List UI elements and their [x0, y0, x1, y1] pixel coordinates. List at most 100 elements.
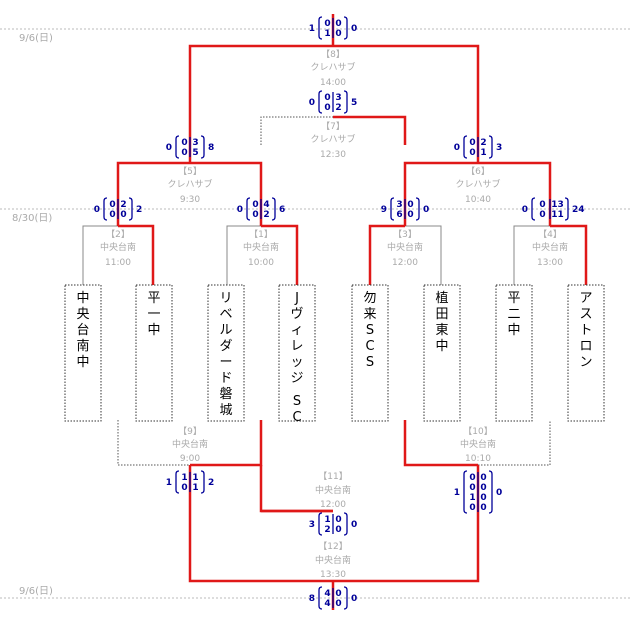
score-right: 0	[480, 503, 486, 513]
score-right: 0	[335, 589, 341, 599]
total-right: 2	[136, 205, 142, 215]
svg-text:【4】: 【4】	[538, 229, 562, 240]
svg-text:クレハサブ: クレハサブ	[167, 178, 212, 190]
match-label-5: 【5】 クレハサブ 9:30	[167, 166, 212, 205]
total-left: 0	[522, 205, 528, 215]
score-right: 0	[335, 525, 341, 535]
score-left: 1	[324, 29, 330, 39]
total-right: 0	[351, 594, 357, 604]
svg-text:9:30: 9:30	[180, 195, 200, 205]
svg-text:【1】: 【1】	[249, 229, 273, 240]
score-right: 0	[335, 515, 341, 525]
team-name-7: 平二中	[507, 291, 520, 338]
score-right: 2	[480, 138, 486, 148]
score-right: 1	[480, 148, 486, 158]
total-left: 0	[237, 205, 243, 215]
score-right: 2	[263, 210, 269, 220]
svg-text:中央台南: 中央台南	[243, 241, 279, 253]
svg-text:11:00: 11:00	[105, 258, 131, 268]
score-left: 2	[324, 525, 330, 535]
total-left: 0	[94, 205, 100, 215]
svg-text:12:30: 12:30	[320, 150, 346, 160]
svg-text:12:00: 12:00	[392, 258, 418, 268]
score-left: 0	[181, 483, 187, 493]
score-right: 0	[335, 29, 341, 39]
total-right: 8	[208, 143, 214, 153]
score-right: 4	[263, 200, 269, 210]
svg-text:中央台南: 中央台南	[100, 241, 136, 253]
team-name-text: 植田東中	[435, 291, 448, 354]
match-label-11: 【11】 中央台南 12:00	[315, 471, 351, 510]
score-left: 0	[252, 200, 258, 210]
score-left: 6	[396, 210, 402, 220]
score-left: 0	[469, 503, 475, 513]
team-name-text: 平二中	[507, 291, 520, 338]
match-label-12: 【12】 中央台南 13:30	[315, 541, 351, 580]
svg-text:【8】: 【8】	[321, 49, 345, 60]
svg-text:中央台南: 中央台南	[387, 241, 423, 253]
total-left: 1	[454, 488, 460, 498]
score-left: 0	[181, 138, 187, 148]
score-left: 0	[109, 210, 115, 220]
svg-text:中央台南: 中央台南	[315, 484, 351, 496]
svg-text:【2】: 【2】	[106, 229, 130, 240]
team-name-text: 中央台南中	[76, 291, 89, 370]
total-left: 8	[309, 594, 315, 604]
score-left: 0	[109, 200, 115, 210]
match-label-3: 【3】 中央台南 12:00	[387, 229, 423, 268]
match-label-6: 【6】 クレハサブ 10:40	[455, 166, 500, 205]
score-left: 0	[469, 138, 475, 148]
team-name-2: 平一中	[147, 291, 160, 338]
team-box-6: 植田東中	[423, 284, 461, 422]
score-left: 1	[469, 493, 475, 503]
total-left: 0	[454, 143, 460, 153]
svg-text:13:30: 13:30	[320, 570, 346, 580]
total-left: 0	[309, 98, 315, 108]
team-name-text: 平一中	[147, 291, 160, 338]
team-box-8: アストロン	[567, 284, 605, 422]
total-left: 3	[309, 520, 315, 530]
match-label-2: 【2】 中央台南 11:00	[100, 229, 136, 268]
score-left: 0	[324, 103, 330, 113]
score-right: 2	[120, 200, 126, 210]
date-label-mid: 8/30(日)	[12, 213, 52, 224]
svg-text:14:00: 14:00	[320, 78, 346, 88]
score-left: 0	[539, 200, 545, 210]
score-right: 0	[480, 493, 486, 503]
score-left: 1	[324, 515, 330, 525]
total-right: 0	[423, 205, 429, 215]
svg-text:【10】: 【10】	[463, 426, 492, 437]
svg-text:クレハサブ: クレハサブ	[455, 178, 500, 190]
total-right: 0	[351, 520, 357, 530]
total-right: 3	[496, 143, 502, 153]
team-box-2: 平一中	[135, 284, 173, 422]
team-name-text: アストロン	[579, 291, 592, 370]
team-name-1: 中央台南中	[76, 291, 89, 370]
svg-text:13:00: 13:00	[537, 258, 563, 268]
score-left: 0	[324, 93, 330, 103]
svg-text:中央台南: 中央台南	[532, 241, 568, 253]
svg-text:【3】: 【3】	[393, 229, 417, 240]
score-left: 0	[469, 148, 475, 158]
team-box-3: リベルダード磐城	[207, 284, 245, 422]
team-name-3: リベルダード磐城	[219, 291, 232, 418]
match-label-7: 【7】 クレハサブ 12:30	[310, 121, 355, 160]
total-right: 5	[351, 98, 357, 108]
total-left: 1	[309, 24, 315, 34]
team-name-8: アストロン	[579, 291, 592, 370]
total-left: 1	[166, 478, 172, 488]
score-left: 4	[324, 599, 330, 609]
